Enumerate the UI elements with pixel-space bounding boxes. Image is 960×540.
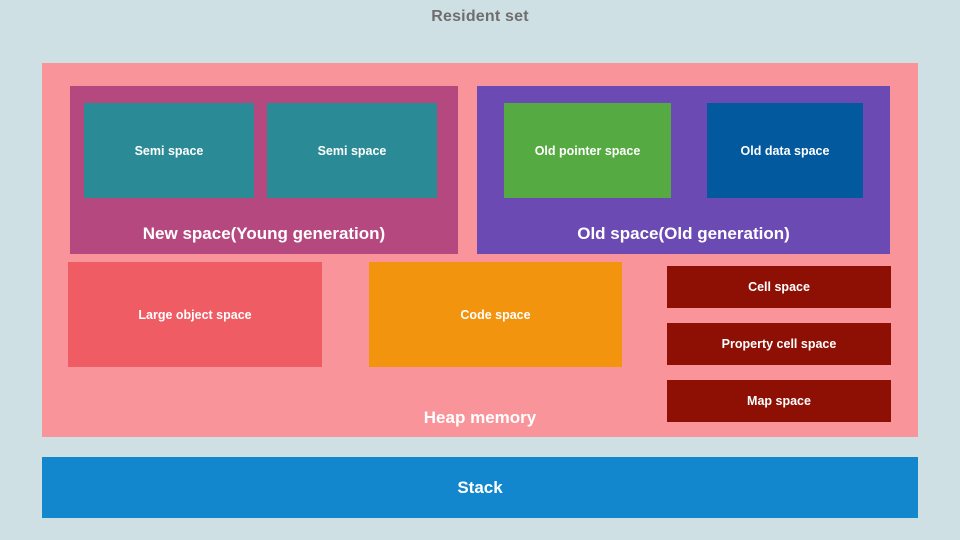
property-cell-space-label: Property cell space	[721, 337, 837, 351]
new-space-container: Semi space Semi space New space(Young ge…	[70, 86, 458, 254]
property-cell-space-box: Property cell space	[667, 323, 891, 365]
heap-memory-label: Heap memory	[423, 408, 537, 427]
old-pointer-space-label: Old pointer space	[534, 143, 641, 158]
map-space-label: Map space	[747, 394, 811, 408]
map-space-box: Map space	[667, 380, 891, 422]
semi-space-box-2: Semi space	[267, 103, 437, 198]
semi-space-label-1: Semi space	[134, 143, 204, 158]
old-data-space-label: Old data space	[740, 143, 830, 158]
heap-memory-panel: Semi space Semi space New space(Young ge…	[42, 63, 918, 437]
code-space-box: Code space	[369, 262, 622, 367]
old-space-label: Old space(Old generation)	[577, 224, 790, 243]
diagram-title: Resident set	[431, 8, 529, 25]
large-object-space-box: Large object space	[68, 262, 322, 367]
old-data-space-box: Old data space	[707, 103, 863, 198]
cell-space-box: Cell space	[667, 266, 891, 308]
semi-space-box-1: Semi space	[84, 103, 254, 198]
cell-space-label: Cell space	[748, 280, 810, 294]
large-object-space-label: Large object space	[138, 307, 252, 322]
old-space-container: Old pointer space Old data space Old spa…	[477, 86, 890, 254]
stack-label: Stack	[457, 477, 503, 497]
code-space-label: Code space	[460, 307, 531, 322]
old-pointer-space-box: Old pointer space	[504, 103, 671, 198]
stack-panel: Stack	[42, 457, 918, 518]
semi-space-label-2: Semi space	[317, 143, 387, 158]
new-space-label: New space(Young generation)	[142, 224, 386, 243]
